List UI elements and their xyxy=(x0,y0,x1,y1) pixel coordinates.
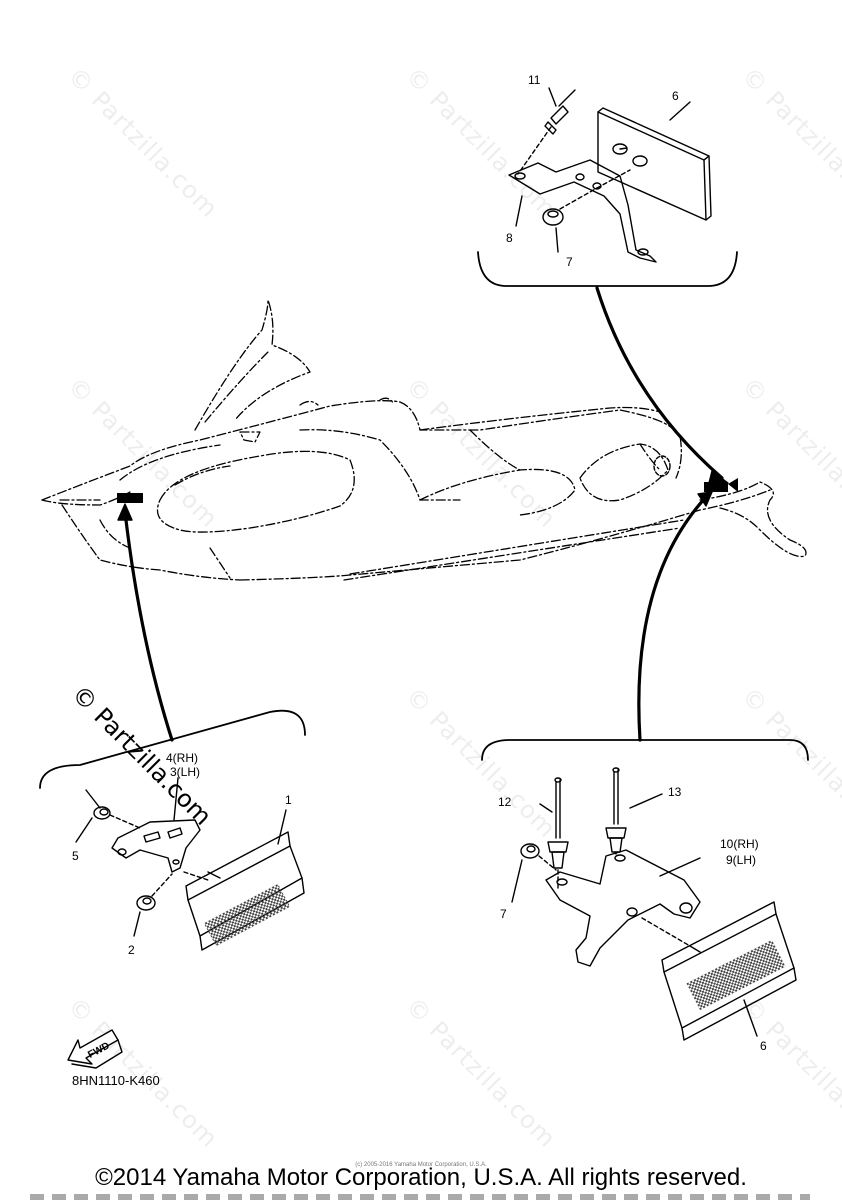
callout-11: 11 xyxy=(528,73,541,87)
snowmobile-outline xyxy=(41,299,807,581)
front-reflector xyxy=(183,831,305,951)
callout-2: 2 xyxy=(128,943,135,957)
nut-7 xyxy=(542,169,631,226)
detail-outline-left xyxy=(39,709,306,789)
rivet-11 xyxy=(517,89,576,175)
rear-lower-reflector-bracket xyxy=(545,849,701,967)
rivet-5 xyxy=(85,789,141,829)
front-reflector-marker xyxy=(117,493,143,503)
callout-5: 5 xyxy=(72,849,79,863)
callout-9: 9(LH) xyxy=(726,853,756,867)
detail-outline-right xyxy=(481,739,809,761)
rear-reflector-bracket xyxy=(508,159,657,263)
front-reflector-bracket xyxy=(111,819,201,873)
rivet-13 xyxy=(605,767,627,855)
callout-6-top: 6 xyxy=(672,89,679,103)
callout-7-bottom: 7 xyxy=(500,907,507,921)
footer-copyright: ©2014 Yamaha Motor Corporation, U.S.A. A… xyxy=(95,1164,747,1191)
diagram-code: 8HN1110-K460 xyxy=(72,1073,160,1088)
rear-light xyxy=(653,455,671,477)
nut-7-lower xyxy=(520,843,557,871)
footer-cut-text xyxy=(30,1194,810,1200)
detail-outline-top xyxy=(477,251,738,287)
rear-lower-reflector xyxy=(661,901,797,1041)
callout-1: 1 xyxy=(285,793,292,807)
callout-13: 13 xyxy=(668,785,682,799)
rear-reflector xyxy=(597,107,712,221)
callout-7-top: 7 xyxy=(566,255,573,269)
fwd-arrow-icon xyxy=(67,1029,123,1069)
callout-12: 12 xyxy=(498,795,512,809)
callout-3: 3(LH) xyxy=(170,765,200,779)
callout-6-bottom: 6 xyxy=(760,1039,767,1053)
callout-4: 4(RH) xyxy=(166,751,198,765)
nut-2 xyxy=(136,873,173,911)
callout-10: 10(RH) xyxy=(720,837,759,851)
small-copyright: (c) 2005-2016 Yamaha Motor Corporation, … xyxy=(355,1162,487,1168)
rear-reflector-marker xyxy=(704,482,728,492)
callout-8: 8 xyxy=(506,231,513,245)
